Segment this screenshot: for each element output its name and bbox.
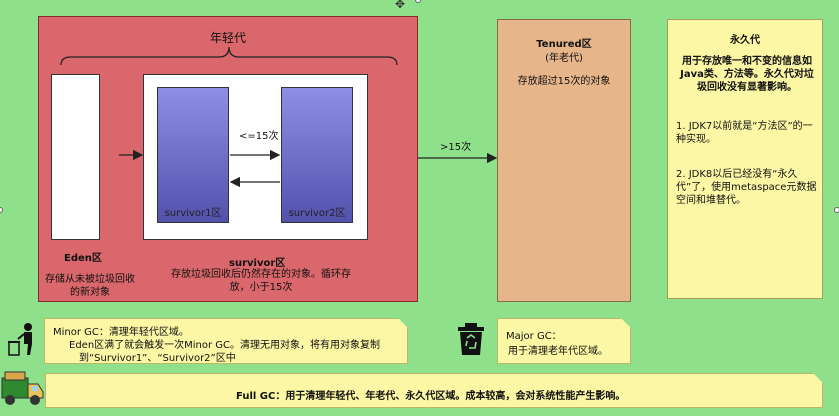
permgen-title: 永久代 [730, 35, 760, 46]
promotion-label: >15次 [440, 142, 472, 153]
tenured-subtitle: (年老代) [545, 53, 583, 64]
major-gc-line-2: 用于清理老年代区域。 [508, 346, 608, 357]
resize-handle-right[interactable] [834, 207, 839, 213]
resize-handle-left[interactable] [0, 207, 3, 213]
tenured-title: Tenured区 [536, 39, 592, 50]
move-handle-icon[interactable]: ✥ [395, 0, 406, 11]
young-generation-region: 年轻代 survivor1区 survivor2区 <=15次 Eden区 存储… [38, 16, 418, 302]
survivor-title: survivor区 [229, 258, 286, 269]
garbage-truck-icon [1, 371, 44, 405]
survivor2-box: survivor2区 [281, 87, 353, 223]
survivor1-label: survivor1区 [164, 208, 222, 219]
tenured-description: 存放超过15次的对象 [517, 76, 611, 87]
arrows-layer [119, 149, 281, 188]
resize-handle-top[interactable] [415, 0, 421, 3]
permgen-description: 用于存放唯一和不变的信息如Java类、方法等。永久代对垃圾回收没有显著影响。 [680, 56, 814, 93]
minor-gc-line-1: Minor GC：清理年轻代区域。 [53, 327, 189, 338]
person-trash-icon [8, 323, 32, 356]
eden-box [51, 74, 100, 240]
permgen-point-1: 1. JDK7以前就是“方法区”的一种实现。 [676, 121, 813, 145]
full-gc-text: Full GC：用于清理年轻代、年老代、永久代区域。成本较高，会对系统性能产生影… [236, 391, 626, 402]
survivor-description: 存放垃圾回收后仍然存在的对象。循环存放，小于15次 [171, 269, 351, 293]
promotion-arrow-layer [418, 152, 498, 164]
eden-title: Eden区 [64, 253, 102, 264]
full-gc-note: Full GC：用于清理年轻代、年老代、永久代区域。成本较高，会对系统性能产生影… [45, 373, 823, 408]
loop-count-label: <=15次 [239, 131, 279, 142]
survivor1-box: survivor1区 [157, 87, 229, 223]
permgen-note: 永久代 用于存放唯一和不变的信息如Java类、方法等。永久代对垃圾回收没有显著影… [667, 19, 823, 299]
young-generation-title: 年轻代 [209, 31, 246, 45]
eden-description: 存储从未被垃圾回收的新对象 [45, 274, 135, 298]
major-gc-line-1: Major GC： [506, 331, 562, 342]
survivor2-label: survivor2区 [288, 208, 346, 219]
minor-gc-line-2: Eden区满了就会触发一次Minor GC。清理无用对象，将有用对象复制 [69, 340, 381, 351]
brace-icon [60, 46, 398, 66]
major-gc-note: Major GC： 用于清理老年代区域。 [497, 318, 631, 364]
permgen-point-2: 2. JDK8以后已经没有“永久代”了，使用metaspace元数据空间和堆替代… [676, 169, 817, 206]
tenured-region: Tenured区 (年老代) 存放超过15次的对象 [497, 19, 631, 302]
recycle-bin-icon [458, 323, 484, 355]
minor-gc-line-3: 到“Survivor1”、“Survivor2”区中 [79, 353, 236, 364]
minor-gc-note: Minor GC：清理年轻代区域。 Eden区满了就会触发一次Minor GC。… [44, 318, 408, 364]
